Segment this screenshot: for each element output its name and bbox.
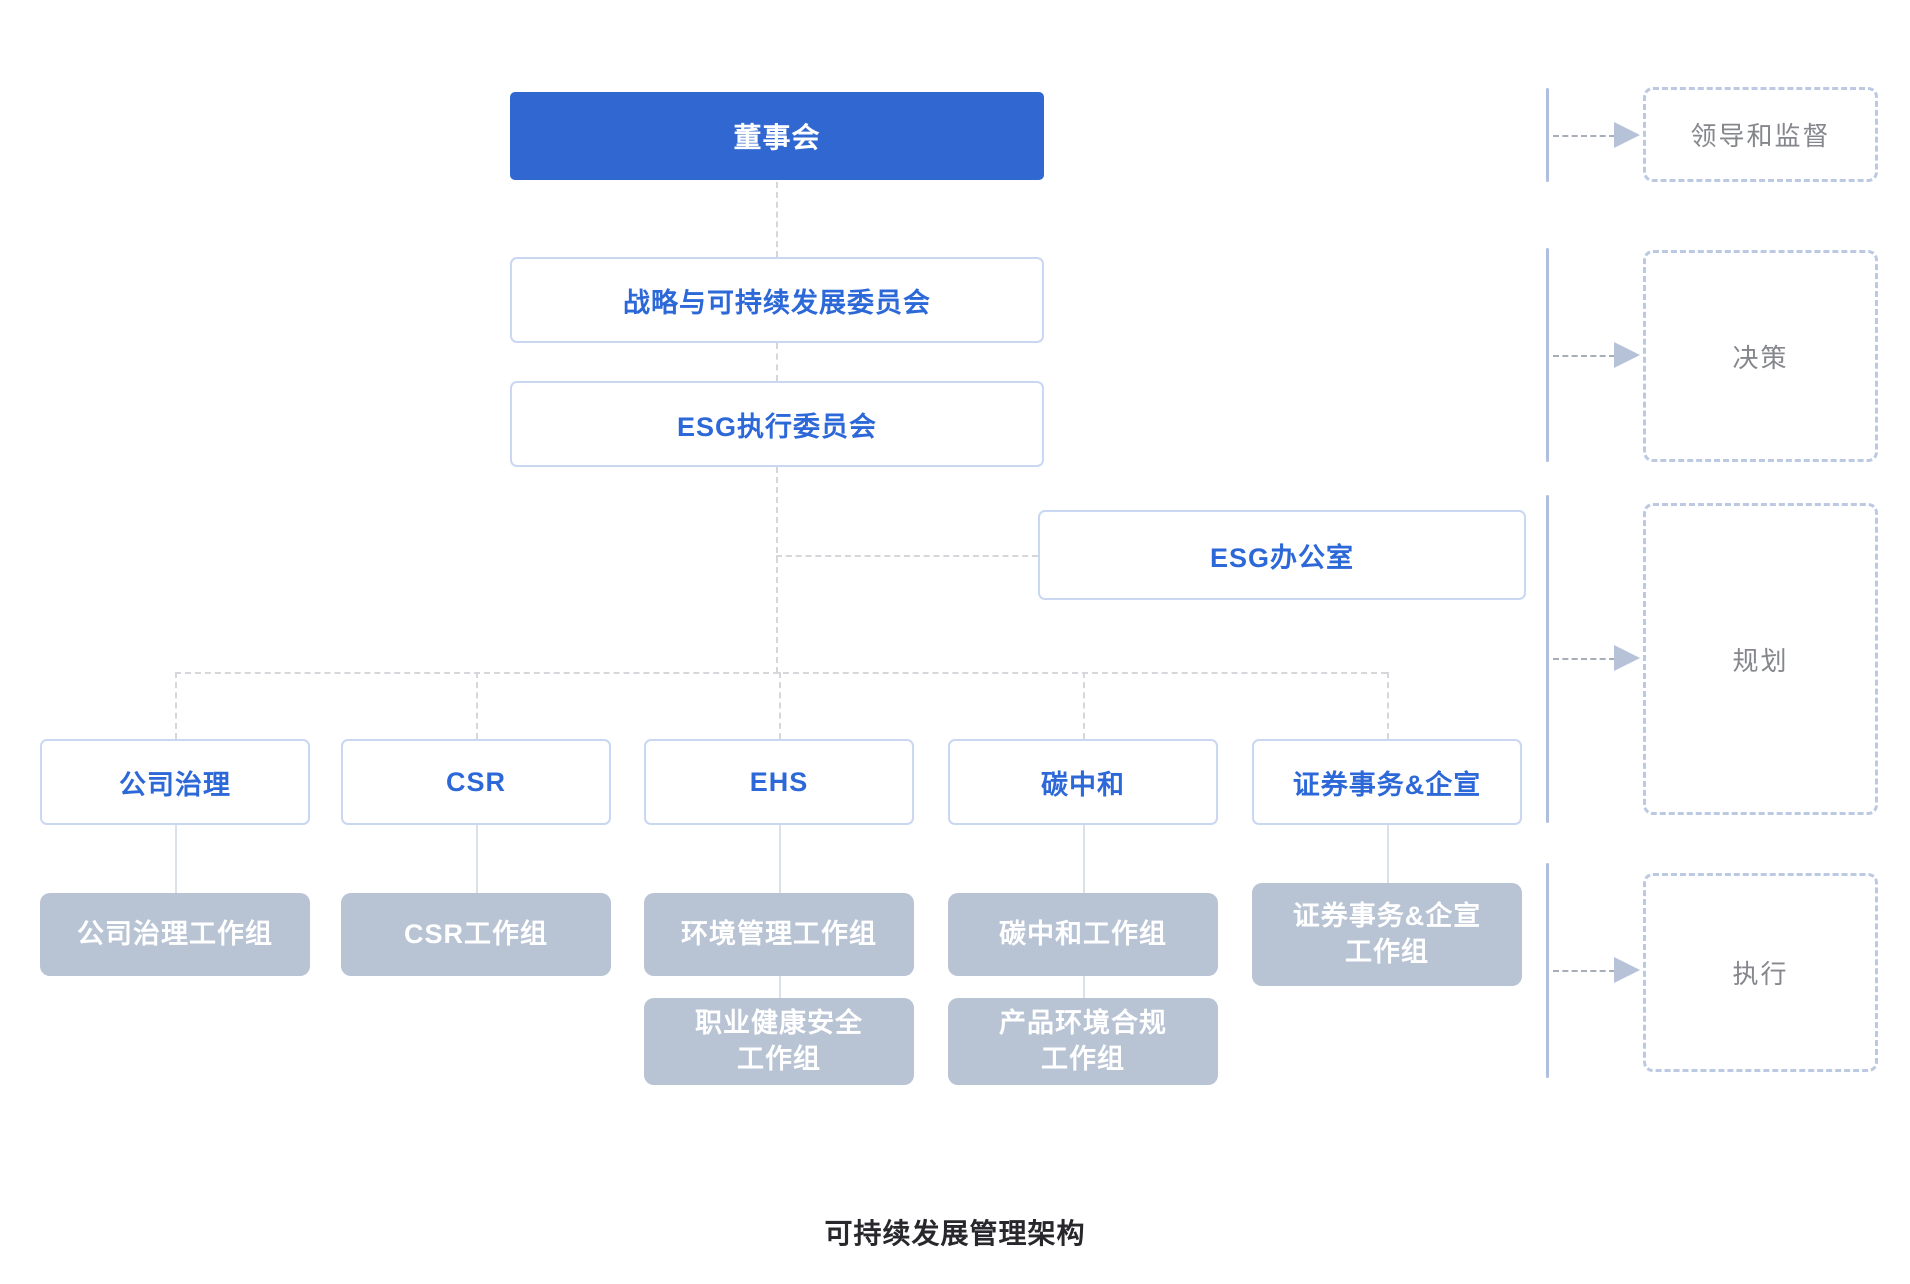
stage-link-4 xyxy=(1553,970,1615,972)
arrow-right-icon xyxy=(1614,122,1640,148)
pillar-label: EHS xyxy=(749,766,809,797)
node-board-label: 董事会 xyxy=(733,122,821,153)
stage-box-decision: 决策 xyxy=(1643,250,1878,462)
connector-drop-csr xyxy=(476,672,478,739)
stem-ehs-row2 xyxy=(779,976,781,998)
node-strategy-committee-label: 战略与可持续发展委员会 xyxy=(623,287,931,318)
pillar-label: 碳中和 xyxy=(1041,769,1125,800)
stem-governance xyxy=(175,825,177,893)
stem-securities xyxy=(1387,825,1389,883)
stage-label: 领导和监督 xyxy=(1690,121,1831,151)
connector-branch-horizontal xyxy=(175,672,1387,674)
pillar-label: 公司治理 xyxy=(119,769,231,800)
stem-carbon xyxy=(1083,825,1085,893)
node-pillar-csr: CSR xyxy=(341,739,611,825)
connector-board-to-strategy xyxy=(776,182,778,257)
node-pillar-governance: 公司治理 xyxy=(40,739,310,825)
chart-title: 可持续发展管理架构 xyxy=(824,1218,1086,1249)
workgroup-label: 环境管理工作组 xyxy=(681,918,877,949)
connector-drop-carbon xyxy=(1083,672,1085,739)
stage-label: 决策 xyxy=(1732,342,1789,373)
node-workgroup-product-compliance: 产品环境合规 工作组 xyxy=(948,998,1218,1085)
node-workgroup-environment: 环境管理工作组 xyxy=(644,893,914,976)
stage-label: 执行 xyxy=(1732,959,1789,989)
pillar-label: 证券事务&企宣 xyxy=(1292,769,1482,800)
node-workgroup-securities: 证券事务&企宣 工作组 xyxy=(1252,883,1522,986)
stage-rail-segment-4 xyxy=(1546,863,1549,1078)
stage-rail-segment-3 xyxy=(1546,495,1549,823)
connector-exec-down xyxy=(776,467,778,673)
node-pillar-securities: 证券事务&企宣 xyxy=(1252,739,1522,825)
node-esg-exec-committee: ESG执行委员会 xyxy=(510,381,1044,467)
stem-ehs xyxy=(779,825,781,893)
stage-rail-segment-2 xyxy=(1546,248,1549,462)
stage-box-planning: 规划 xyxy=(1643,503,1878,815)
node-pillar-ehs: EHS xyxy=(644,739,914,825)
arrow-right-icon xyxy=(1614,645,1640,671)
node-esg-office: ESG办公室 xyxy=(1038,510,1526,600)
connector-to-esg-office xyxy=(776,555,1038,557)
stage-link-2 xyxy=(1553,355,1615,357)
stage-link-3 xyxy=(1553,658,1615,660)
workgroup-label: CSR工作组 xyxy=(403,918,548,949)
stage-label: 规划 xyxy=(1732,645,1789,676)
node-esg-exec-committee-label: ESG执行委员会 xyxy=(676,411,878,442)
stem-csr xyxy=(476,825,478,893)
node-workgroup-carbon: 碳中和工作组 xyxy=(948,893,1218,976)
stem-carbon-row2 xyxy=(1083,976,1085,998)
node-workgroup-csr: CSR工作组 xyxy=(341,893,611,976)
workgroup-label: 碳中和工作组 xyxy=(999,918,1167,949)
stage-link-1 xyxy=(1553,135,1615,137)
stage-rail-segment-1 xyxy=(1546,88,1549,182)
workgroup-label: 证券事务&企宣 工作组 xyxy=(1292,901,1482,967)
node-board: 董事会 xyxy=(510,92,1044,180)
stage-box-execution: 执行 xyxy=(1643,873,1878,1072)
pillar-label: CSR xyxy=(445,766,506,797)
stage-box-leadership: 领导和监督 xyxy=(1643,87,1878,182)
node-esg-office-label: ESG办公室 xyxy=(1209,542,1355,573)
workgroup-label: 产品环境合规 工作组 xyxy=(999,1008,1167,1074)
arrow-right-icon xyxy=(1614,957,1640,983)
workgroup-label: 职业健康安全 工作组 xyxy=(695,1008,863,1074)
node-workgroup-ohs: 职业健康安全 工作组 xyxy=(644,998,914,1085)
node-workgroup-governance: 公司治理工作组 xyxy=(40,893,310,976)
workgroup-label: 公司治理工作组 xyxy=(77,918,273,949)
arrow-right-icon xyxy=(1614,342,1640,368)
connector-drop-governance xyxy=(175,672,177,739)
node-strategy-committee: 战略与可持续发展委员会 xyxy=(510,257,1044,343)
connector-strategy-to-exec xyxy=(776,343,778,381)
connector-drop-ehs xyxy=(779,672,781,739)
node-pillar-carbon: 碳中和 xyxy=(948,739,1218,825)
connector-drop-securities xyxy=(1387,672,1389,739)
